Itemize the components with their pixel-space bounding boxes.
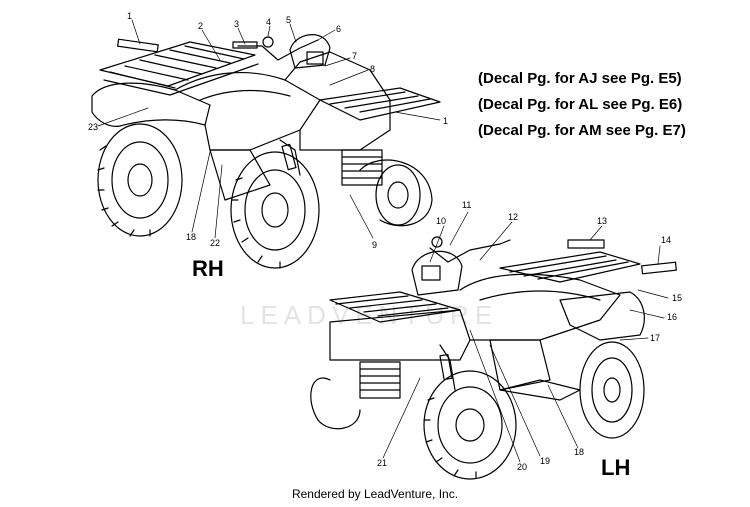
callout-rh-8: 8 — [370, 64, 375, 74]
callout-lh-10: 10 — [436, 216, 446, 226]
callout-lh-11: 11 — [462, 200, 471, 210]
callout-rh-5: 5 — [286, 15, 291, 25]
lh-rear-wheel — [579, 341, 645, 439]
lh-rear-fender — [559, 291, 645, 341]
callout-rh-18: 18 — [186, 232, 196, 242]
rh-rear-wheel — [97, 123, 183, 237]
rh-grill — [341, 149, 383, 186]
callout-rh-23: 23 — [88, 122, 98, 132]
lh-leader-lines — [382, 211, 669, 463]
rh-rear-fender — [91, 82, 211, 127]
lh-rear-rack — [499, 251, 641, 283]
callout-rh-9: 9 — [372, 240, 377, 250]
rh-decal-1 — [117, 38, 159, 53]
callout-rh-3: 3 — [234, 19, 239, 29]
lh-grill — [359, 361, 401, 399]
lh-front-body — [329, 309, 471, 361]
callout-lh-21: 21 — [377, 458, 387, 468]
rh-handlebar — [237, 39, 319, 61]
callout-lh-14: 14 — [661, 235, 671, 245]
callout-rh-2: 2 — [198, 21, 203, 31]
rh-front-wheel — [230, 151, 320, 269]
lh-callouts: 10 11 12 13 14 15 16 17 18 19 20 21 — [377, 200, 682, 472]
lh-front-rack — [329, 291, 461, 323]
view-label-lh: LH — [601, 455, 631, 480]
lh-handlebar — [429, 239, 511, 263]
rh-callouts: 1 2 3 4 5 6 7 8 1 23 18 22 9 — [88, 11, 448, 250]
rh-front-rack — [319, 87, 441, 121]
rh-headlight-pod — [289, 34, 331, 69]
callout-lh-12: 12 — [508, 212, 518, 222]
callout-rh-7: 7 — [352, 51, 357, 61]
callout-rh-1b: 1 — [443, 116, 448, 126]
rh-body — [174, 72, 321, 151]
rh-rear-rack — [99, 41, 256, 87]
lh-decal-13 — [567, 239, 605, 249]
callout-rh-22: 22 — [210, 238, 220, 248]
watermark-text: LEADVENTURE — [240, 300, 499, 330]
lh-headlight-pod — [411, 250, 463, 296]
callout-lh-16: 16 — [667, 312, 677, 322]
rh-far-wheel — [359, 159, 433, 227]
lh-decal-14 — [641, 261, 677, 275]
view-label-rh: RH — [192, 256, 224, 281]
callout-lh-15: 15 — [672, 293, 682, 303]
callout-lh-13: 13 — [597, 216, 607, 226]
callout-lh-19: 19 — [540, 456, 550, 466]
lh-far-front-wheel — [310, 377, 361, 430]
reference-note-al: (Decal Pg. for AL see Pg. E6) — [478, 96, 683, 113]
reference-note-aj: (Decal Pg. for AJ see Pg. E5) — [478, 70, 682, 87]
callout-lh-18: 18 — [574, 447, 584, 457]
rh-leader-lines — [97, 19, 441, 239]
callout-rh-4: 4 — [266, 17, 271, 27]
rh-decal-3 — [232, 41, 258, 49]
atv-lh-illustration — [310, 236, 645, 480]
callout-lh-20: 20 — [517, 462, 527, 472]
callout-rh-1: 1 — [127, 11, 132, 21]
callout-rh-6: 6 — [336, 24, 341, 34]
lh-side-panel — [489, 339, 551, 391]
reference-note-am: (Decal Pg. for AM see Pg. E7) — [478, 122, 686, 139]
lh-front-wheel — [423, 370, 517, 480]
callout-lh-17: 17 — [650, 333, 660, 343]
lh-body — [459, 273, 621, 341]
footer-credit: Rendered by LeadVenture, Inc. — [291, 487, 459, 501]
atv-rh-illustration — [91, 34, 441, 269]
